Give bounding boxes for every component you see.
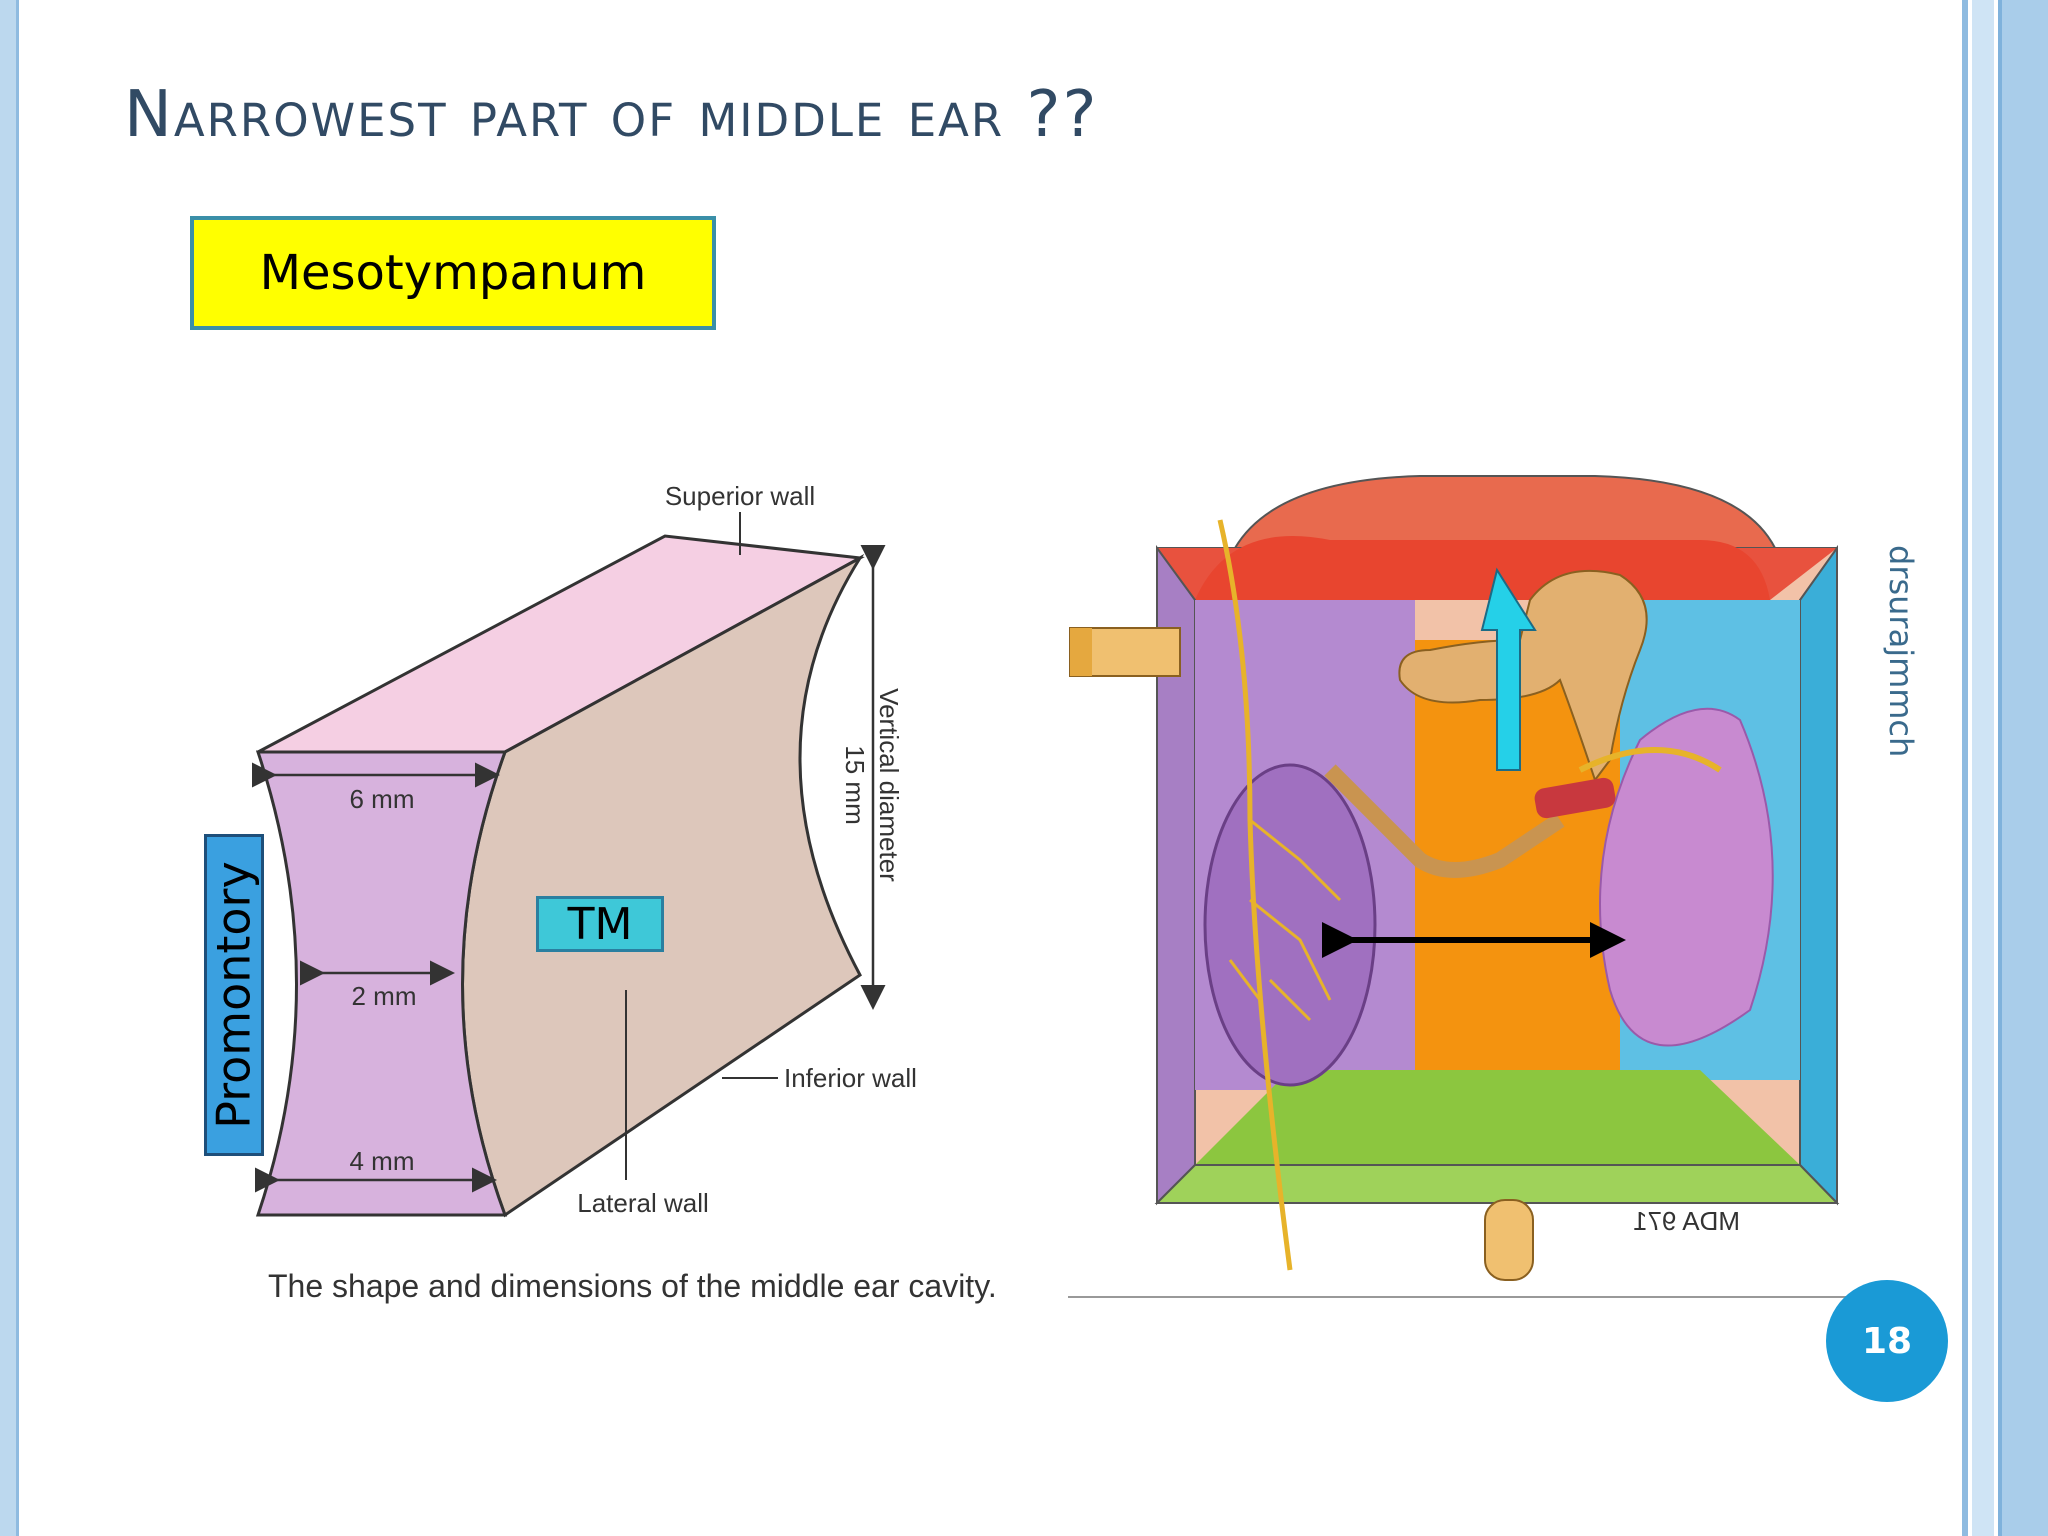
nerve-branches [1228, 818, 1342, 1022]
inferior-wall-label: Inferior wall [784, 1063, 917, 1093]
caption-rule [1068, 1296, 1908, 1298]
middle-ear-illustration: MDA 971 [1069, 475, 1840, 1281]
figure-caption: The shape and dimensions of the middle e… [268, 1268, 997, 1304]
page-number-badge: 18 [1826, 1280, 1948, 1402]
lateral-wall-right [1799, 544, 1838, 1206]
attic-arrow [1480, 567, 1537, 771]
stapes [1324, 764, 1565, 878]
slide-title: Narrowest part of middle ear ?? [124, 78, 1099, 152]
tympanic-plexus [1217, 519, 1293, 1271]
tensor-tympani [1534, 777, 1616, 819]
promontory-oval [1203, 763, 1377, 1087]
superior-wall-label: Superior wall [665, 481, 815, 511]
vertical-diameter-label: Vertical diameter [874, 688, 904, 882]
answer-box: Mesotympanum [190, 216, 716, 330]
promontory-label: Promontory [204, 834, 264, 1156]
eustachian-tube-tip [1070, 628, 1092, 676]
middle-width-label: 2 mm [352, 981, 417, 1011]
author-watermark: drsurajmmch [1882, 545, 1920, 758]
tm-label: TM [536, 896, 664, 952]
ossicles [1398, 569, 1648, 783]
slide-frame-right-outer [1998, 0, 2048, 1536]
bottom-width-label: 4 mm [350, 1146, 415, 1176]
roof-red-dome [1195, 536, 1770, 600]
floor-green-lip [1154, 1164, 1840, 1204]
slide-frame-right-line [1962, 0, 1968, 1536]
tympanic-membrane [1599, 707, 1774, 1047]
slide-frame-right-inner [1972, 0, 1994, 1536]
chorda-tympani [1578, 747, 1722, 773]
top-width-label: 6 mm [350, 784, 415, 814]
floor-green [1195, 1070, 1800, 1165]
vertical-diameter-value: 15 mm [840, 745, 870, 824]
middle-ear-box-diagram: 6 mm 2 mm 4 mm Vertical diameter 15 mm S… [252, 481, 917, 1218]
slide-frame-left [0, 0, 19, 1536]
figure-code: MDA 971 [1633, 1206, 1740, 1236]
lateral-wall-label: Lateral wall [577, 1188, 709, 1218]
promontory-text: Promontory [207, 861, 261, 1129]
inferior-vessel [1484, 1199, 1534, 1281]
tegmen-roof [1233, 475, 1777, 549]
